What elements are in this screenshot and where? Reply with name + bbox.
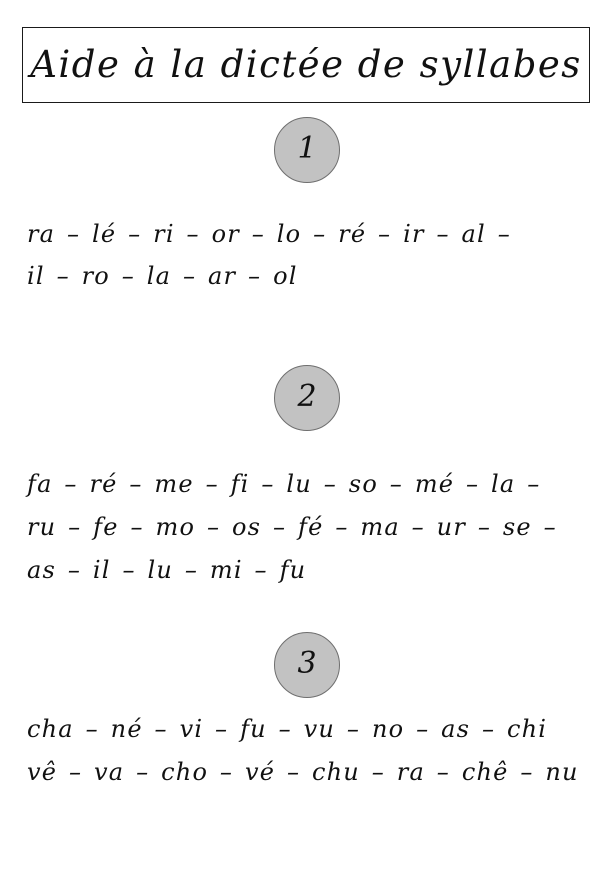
exercise-number-1: 1 [297,131,317,166]
syllable-line: cha – né – vi – fu – vu – no – as – chi [27,715,548,743]
exercise-number-2: 2 [297,379,317,414]
exercise-number-3: 3 [297,646,317,681]
exercise-number-badge-2: 2 [274,365,340,431]
syllable-line: fa – ré – me – fi – lu – so – mé – la – [27,470,541,498]
exercise-number-badge-1: 1 [274,117,340,183]
syllable-line: ra – lé – ri – or – lo – ré – ir – al – [27,220,511,248]
exercise-number-badge-3: 3 [274,632,340,698]
page-title: Aide à la dictée de syllabes [30,42,582,86]
syllable-line: vê – va – cho – vé – chu – ra – chê – nu [27,758,579,786]
syllable-line: ru – fe – mo – os – fé – ma – ur – se – [27,513,557,541]
syllable-line: il – ro – la – ar – ol [27,262,298,290]
title-box: Aide à la dictée de syllabes [22,27,590,103]
syllable-line: as – il – lu – mi – fu [27,556,307,584]
